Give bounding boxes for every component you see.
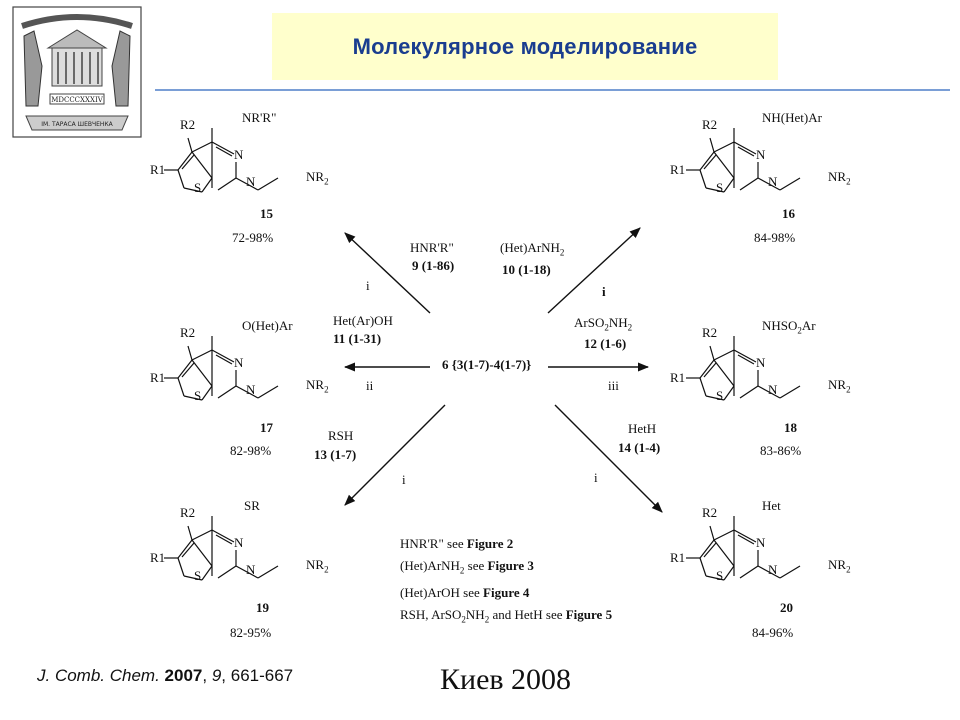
citation: J. Comb. Chem. 2007, 9, 661-667 bbox=[37, 666, 294, 685]
arrow-to-16 bbox=[547, 227, 641, 314]
amine-nr2: NR2 bbox=[828, 169, 851, 187]
yield-17: 82-98% bbox=[230, 443, 272, 458]
label-r1: R1 bbox=[150, 162, 166, 177]
label-r2: R2 bbox=[702, 117, 718, 132]
label-r1: R1 bbox=[670, 370, 686, 385]
condition-label: ii bbox=[366, 378, 374, 393]
reagent-heth: HetH bbox=[628, 421, 657, 436]
atom-n: N bbox=[246, 382, 256, 397]
university-logo: MDCCCXXXIV ІМ. ТАРАСА ШЕВЧЕНКА bbox=[12, 6, 142, 138]
note-line: HNR'R" see Figure 2 bbox=[400, 536, 514, 551]
atom-n: N bbox=[756, 147, 766, 162]
substituent-15: NR'R" bbox=[242, 110, 277, 125]
label-r2: R2 bbox=[702, 505, 718, 520]
atom-n: N bbox=[246, 562, 256, 577]
molecule-18 bbox=[685, 335, 801, 401]
header-divider bbox=[155, 89, 950, 91]
yield-16: 84-98% bbox=[754, 230, 796, 245]
label-r2: R2 bbox=[180, 325, 196, 340]
atom-s: S bbox=[194, 568, 202, 583]
substituent-19: SR bbox=[244, 498, 260, 513]
atom-n: N bbox=[768, 382, 778, 397]
starting-material: 6 {3(1-7)-4(1-7)} bbox=[442, 357, 532, 372]
atom-n: N bbox=[246, 174, 256, 189]
condition-label: i bbox=[366, 278, 370, 293]
note-line: (Het)ArNH2 see Figure 3 bbox=[400, 558, 534, 576]
footer-city-year: Киев 2008 bbox=[440, 663, 572, 696]
molecule-15 bbox=[163, 127, 279, 193]
atom-n: N bbox=[768, 562, 778, 577]
yield-18: 83-86% bbox=[760, 443, 802, 458]
atom-n: N bbox=[234, 147, 244, 162]
atom-n: N bbox=[756, 535, 766, 550]
label-r1: R1 bbox=[150, 370, 166, 385]
reagent-rsh: RSH bbox=[328, 428, 354, 443]
atom-s: S bbox=[716, 180, 724, 195]
reagent-code-14: 14 (1-4) bbox=[618, 440, 661, 455]
reagent-arso2nh2: ArSO2NH2 bbox=[574, 315, 633, 333]
atom-n: N bbox=[768, 174, 778, 189]
label-r2: R2 bbox=[180, 117, 196, 132]
compound-number-17: 17 bbox=[260, 420, 273, 435]
compound-number-15: 15 bbox=[260, 206, 273, 221]
condition-label: iii bbox=[608, 378, 619, 393]
substituent-17: O(Het)Ar bbox=[242, 318, 293, 333]
yield-15: 72-98% bbox=[232, 230, 274, 245]
amine-nr2: NR2 bbox=[828, 377, 851, 395]
reagent-code-9: 9 (1-86) bbox=[412, 258, 455, 273]
condition-label: i bbox=[402, 472, 406, 487]
atom-n: N bbox=[234, 355, 244, 370]
amine-nr2: NR2 bbox=[828, 557, 851, 575]
arrow-to-15 bbox=[344, 232, 431, 314]
compound-number-18: 18 bbox=[784, 420, 797, 435]
yield-20: 84-96% bbox=[752, 625, 794, 640]
compound-number-16: 16 bbox=[782, 206, 795, 221]
label-r2: R2 bbox=[180, 505, 196, 520]
atom-n: N bbox=[234, 535, 244, 550]
compound-number-20: 20 bbox=[780, 600, 793, 615]
substituent-20: Het bbox=[762, 498, 781, 513]
compound-number-19: 19 bbox=[256, 600, 269, 615]
molecule-19 bbox=[163, 515, 279, 581]
condition-label: i bbox=[602, 284, 606, 299]
molecule-16 bbox=[685, 127, 801, 193]
atom-s: S bbox=[716, 568, 724, 583]
figure-notes: HNR'R" see Figure 2 (Het)ArNH2 see Figur… bbox=[400, 533, 612, 630]
svg-text:ІМ. ТАРАСА ШЕВЧЕНКА: ІМ. ТАРАСА ШЕВЧЕНКА bbox=[41, 121, 113, 128]
molecule-20 bbox=[685, 515, 801, 581]
note-line: (Het)ArOH see Figure 4 bbox=[400, 584, 530, 600]
condition-label: i bbox=[594, 470, 598, 485]
reagent-hetaroh: Het(Ar)OH bbox=[333, 313, 393, 328]
substituent-18: NHSO2Ar bbox=[762, 318, 816, 336]
substituent-16: NH(Het)Ar bbox=[762, 110, 822, 125]
arrow-to-20 bbox=[554, 404, 663, 513]
reagent-code-11: 11 (1-31) bbox=[333, 331, 382, 346]
page-title: Молекулярное моделирование bbox=[352, 33, 698, 59]
atom-s: S bbox=[194, 388, 202, 403]
molecule-17 bbox=[163, 335, 279, 401]
reagent-hetarnh2: (Het)ArNH2 bbox=[500, 240, 565, 258]
label-r1: R1 bbox=[150, 550, 166, 565]
atom-s: S bbox=[716, 388, 724, 403]
atom-s: S bbox=[194, 180, 202, 195]
arrow-to-19 bbox=[344, 404, 446, 506]
reagent-code-10: 10 (1-18) bbox=[502, 262, 551, 277]
reagent-hnrr: HNR'R" bbox=[410, 240, 454, 255]
reagent-code-13: 13 (1-7) bbox=[314, 447, 357, 462]
label-r2: R2 bbox=[702, 325, 718, 340]
yield-19: 82-95% bbox=[230, 625, 272, 640]
amine-nr2: NR2 bbox=[306, 169, 329, 187]
svg-text:MDCCCXXXIV: MDCCCXXXIV bbox=[51, 96, 104, 104]
reagent-code-12: 12 (1-6) bbox=[584, 336, 627, 351]
label-r1: R1 bbox=[670, 162, 686, 177]
atom-n: N bbox=[756, 355, 766, 370]
amine-nr2: NR2 bbox=[306, 377, 329, 395]
label-r1: R1 bbox=[670, 550, 686, 565]
title-banner: Молекулярное моделирование bbox=[272, 13, 778, 80]
note-line: RSH, ArSO2NH2 and HetH see Figure 5 bbox=[400, 606, 613, 625]
amine-nr2: NR2 bbox=[306, 557, 329, 575]
